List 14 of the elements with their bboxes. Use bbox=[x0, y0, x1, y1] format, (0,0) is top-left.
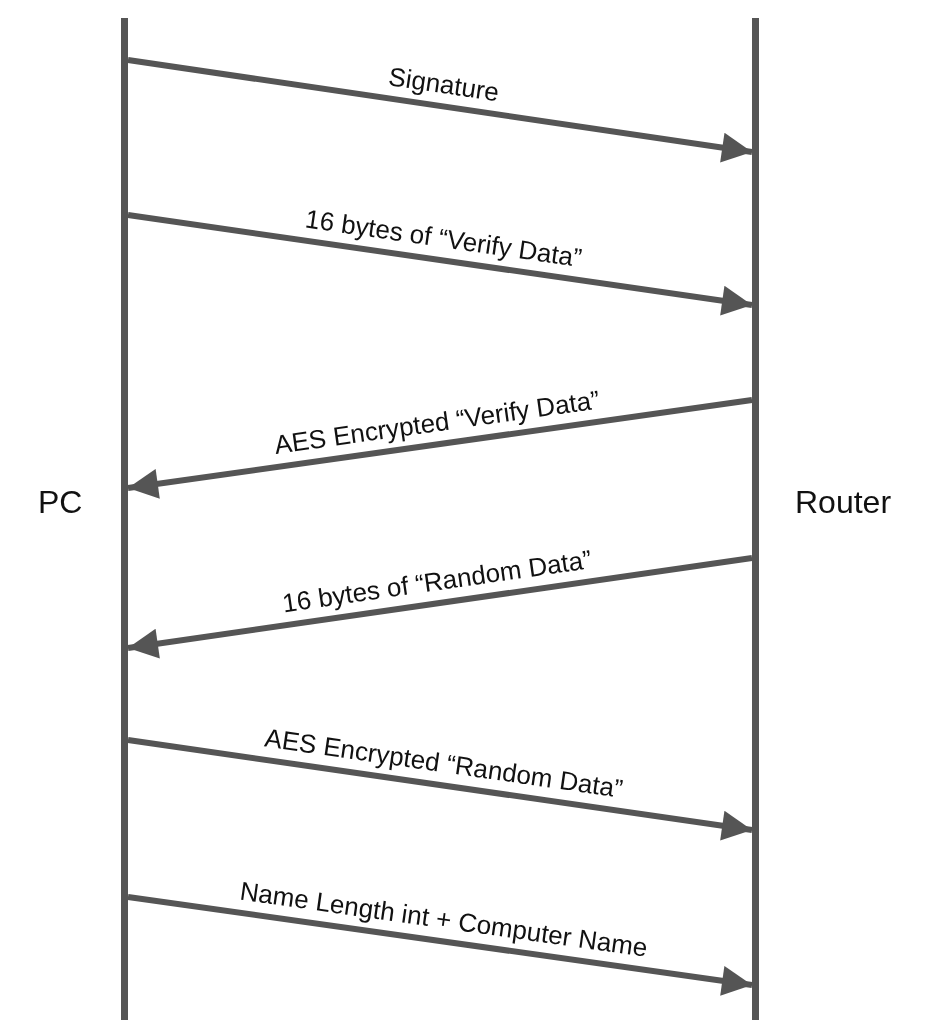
arrow bbox=[127, 397, 753, 499]
edge-label: AES Encrypted “Random Data” bbox=[262, 722, 625, 805]
arrow bbox=[127, 894, 753, 996]
edge-label: 16 bytes of “Random Data” bbox=[280, 543, 594, 619]
arrow bbox=[127, 737, 753, 841]
edge-label: AES Encrypted “Verify Data” bbox=[272, 383, 602, 461]
arrow bbox=[127, 555, 753, 659]
arrow bbox=[127, 212, 753, 316]
participant-label: Router bbox=[795, 484, 892, 521]
arrow bbox=[127, 57, 753, 163]
edge-label: 16 bytes of “Verify Data” bbox=[302, 203, 584, 274]
edge-label: Signature bbox=[386, 60, 501, 108]
edge-label: Name Length int + Computer Name bbox=[237, 875, 649, 964]
participant-label: PC bbox=[38, 484, 83, 521]
